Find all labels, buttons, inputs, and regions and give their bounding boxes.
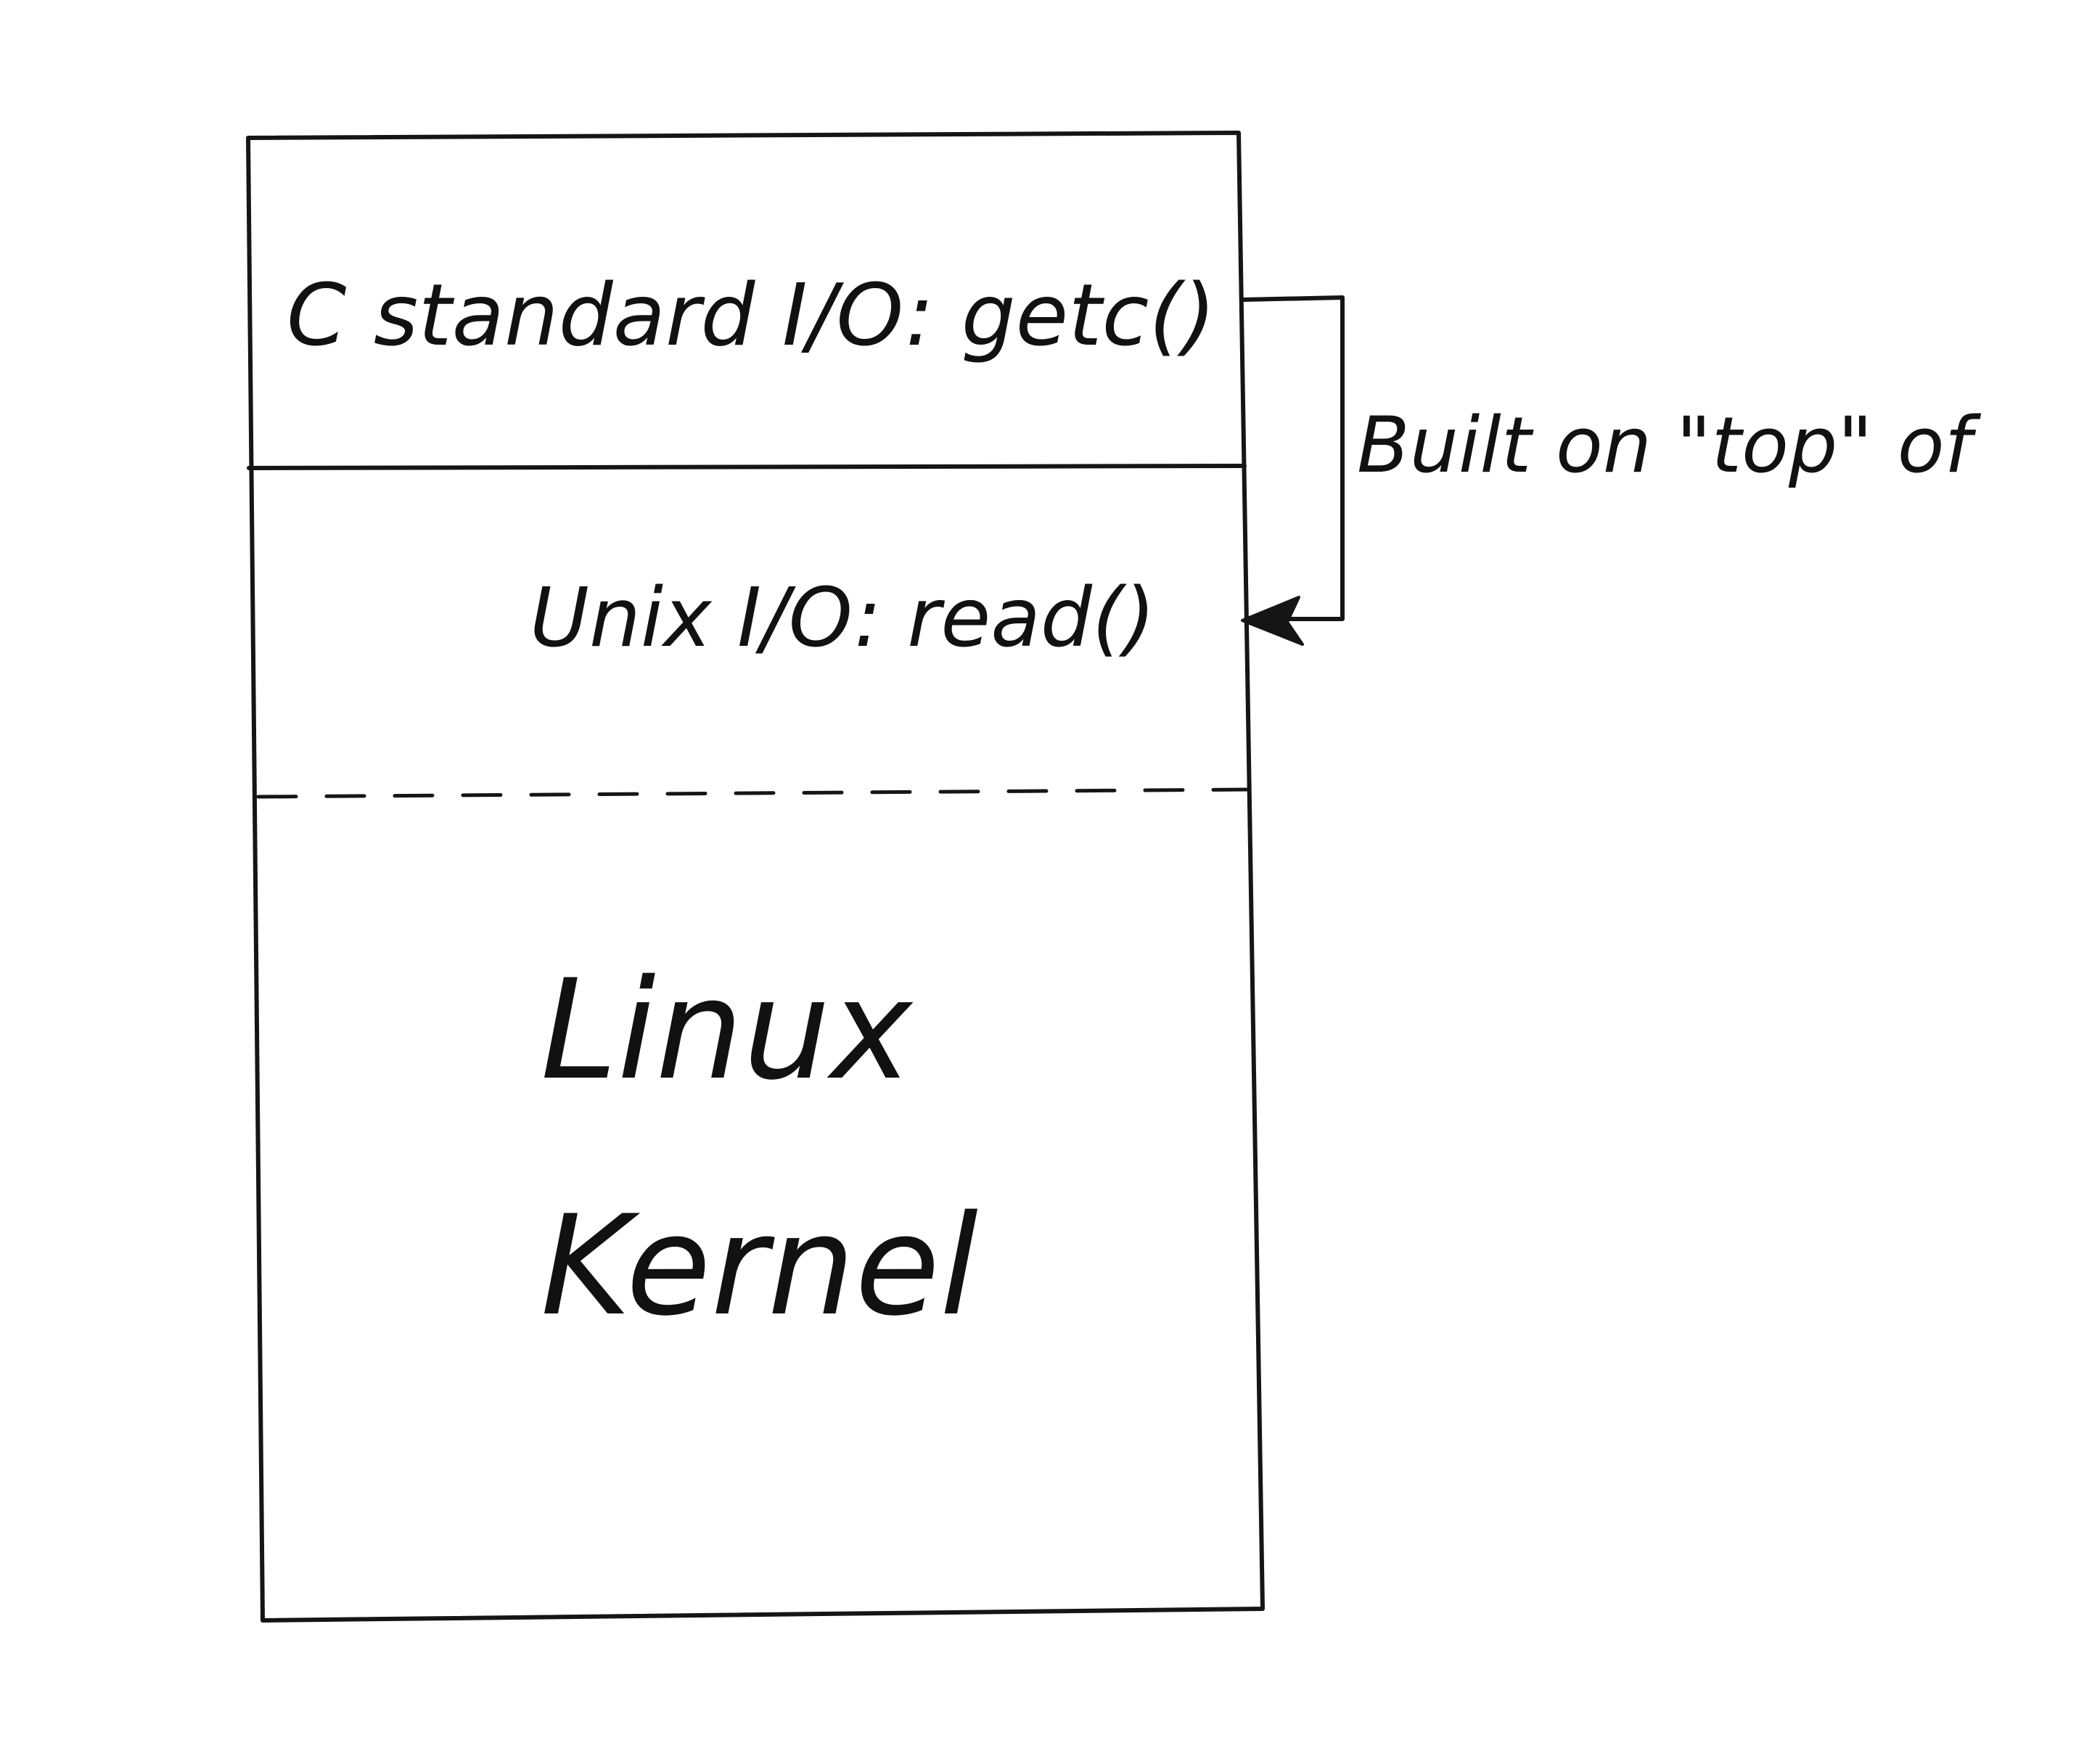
divider-dashed [256,787,1250,799]
outer-box [246,131,1265,1623]
middle-layer-label: Unix I/O: read() [530,571,1155,665]
bottom-layer-label-line2: Kernel [541,1186,978,1346]
arrow-head-icon [1241,596,1304,646]
bottom-layer-label-line1: Linux [541,950,914,1110]
top-layer-label: C standard I/O: getc() [287,265,1215,365]
divider-solid [247,464,1247,470]
built-on-connector [1240,295,1345,621]
built-on-annotation: Built on "top" of [1357,401,1982,490]
